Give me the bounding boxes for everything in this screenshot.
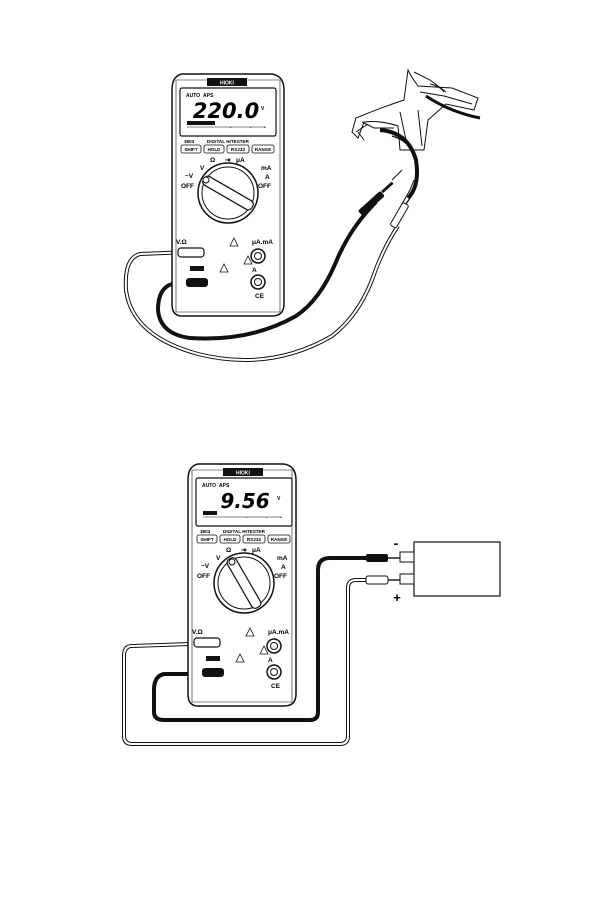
brand-logo: HIOKI xyxy=(220,81,235,87)
multimeter-2: HIOKI AUTO APS 9.56 V . . . 3803 DIGITAL… xyxy=(188,464,296,706)
rotary-selector-dial[interactable] xyxy=(214,553,274,613)
lcd-bargraph xyxy=(187,121,215,125)
svg-text:V: V xyxy=(216,555,221,562)
black-plug xyxy=(186,278,208,287)
svg-text:A: A xyxy=(268,657,273,664)
battery-minus-sign: - xyxy=(394,535,399,551)
svg-text:~V: ~V xyxy=(185,173,194,180)
com-label-plate xyxy=(206,656,220,661)
figure-dc-measurement: - + HIOKI AUTO APS 9.56 V xyxy=(124,464,500,744)
terminal-amp[interactable] xyxy=(251,275,265,289)
svg-text:V.Ω: V.Ω xyxy=(192,629,203,636)
svg-text:μA: μA xyxy=(236,157,245,164)
terminal-ua-ma[interactable] xyxy=(251,249,265,263)
product-name: DIGITAL HITESTER xyxy=(223,529,266,534)
svg-text:μA.mA: μA.mA xyxy=(268,629,289,636)
test-probe-icon xyxy=(366,576,400,584)
button-row: SHIFT HOLD RS232 RANGE xyxy=(181,145,274,153)
product-name: DIGITAL HITESTER xyxy=(207,139,250,144)
svg-text:Ω: Ω xyxy=(210,157,215,164)
svg-text:SHIFT: SHIFT xyxy=(200,537,213,542)
battery-box-icon: - + xyxy=(393,535,500,605)
ce-mark: CE xyxy=(271,683,281,690)
test-probe-icon xyxy=(390,180,414,228)
svg-text:V: V xyxy=(200,165,205,172)
rotary-selector-dial[interactable] xyxy=(198,163,258,223)
test-probe-icon xyxy=(366,554,400,562)
svg-text:~V: ~V xyxy=(201,563,210,570)
model-number: 3803 xyxy=(200,529,211,534)
svg-text:RS232: RS232 xyxy=(247,537,261,542)
brand-logo: HIOKI xyxy=(236,471,251,477)
svg-text:mA: mA xyxy=(277,555,288,562)
svg-text:μA: μA xyxy=(252,547,261,554)
svg-text:A: A xyxy=(265,174,270,181)
terminal-amp[interactable] xyxy=(267,665,281,679)
lcd-reading: 220.0 xyxy=(193,99,259,123)
model-number: 3803 xyxy=(184,139,195,144)
black-plug xyxy=(202,668,224,677)
terminal-ua-ma[interactable] xyxy=(267,639,281,653)
white-plug xyxy=(178,248,204,257)
button-row: SHIFT HOLD RS232 RANGE xyxy=(197,535,290,543)
lcd-auto-indicator: AUTO xyxy=(202,483,216,489)
svg-text:OFF: OFF xyxy=(274,573,287,580)
svg-text:SHIFT: SHIFT xyxy=(184,147,197,152)
svg-text:V.Ω: V.Ω xyxy=(176,239,187,246)
svg-text:mA: mA xyxy=(261,165,272,172)
svg-text:μA.mA: μA.mA xyxy=(252,239,273,246)
svg-text:Ω: Ω xyxy=(226,547,231,554)
svg-text:OFF: OFF xyxy=(197,573,210,580)
multimeter-1: HIOKI AUTO APS 220.0 V . . . 3803 DIGITA… xyxy=(172,74,284,316)
ce-mark: CE xyxy=(255,293,265,300)
svg-text:A: A xyxy=(252,267,257,274)
svg-text:OFF: OFF xyxy=(181,183,194,190)
lcd-reading: 9.56 xyxy=(220,489,269,513)
svg-text:HOLD: HOLD xyxy=(207,147,221,152)
com-label-plate xyxy=(190,266,204,271)
lcd-bargraph xyxy=(203,511,217,515)
svg-text:RANGE: RANGE xyxy=(271,537,288,542)
test-probe-icon xyxy=(358,170,402,216)
svg-text:A: A xyxy=(281,564,286,571)
battery-plus-sign: + xyxy=(393,590,401,605)
svg-text:HOLD: HOLD xyxy=(223,537,237,542)
white-plug xyxy=(194,638,220,647)
svg-text:RANGE: RANGE xyxy=(255,147,272,152)
svg-text:OFF: OFF xyxy=(258,183,271,190)
svg-text:RS232: RS232 xyxy=(231,147,245,152)
junction-box-icon xyxy=(352,70,480,206)
figure-ac-measurement: HIOKI AUTO APS 220.0 V . . . 3803 DIGITA… xyxy=(126,70,480,360)
